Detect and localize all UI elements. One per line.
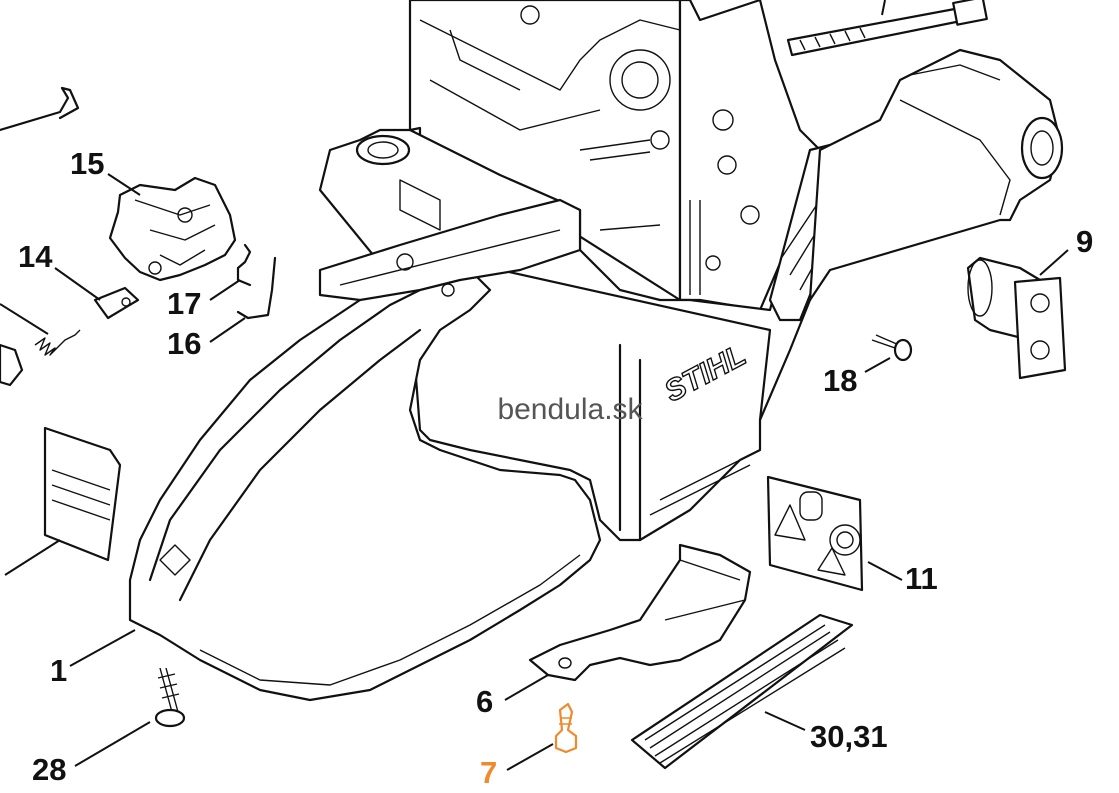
callout-17: 17 [167,286,201,321]
callout-14: 14 [18,239,53,274]
callout-11: 11 [905,561,938,596]
part-15-latch[interactable] [108,176,237,282]
callout-28: 28 [32,752,66,787]
part-18-screw[interactable] [871,334,913,362]
part-17-clip[interactable] [236,243,252,287]
leader-lines [0,0,1069,771]
part-9-bushing[interactable] [966,256,1067,380]
callout-7: 7 [480,755,497,790]
left-decal[interactable] [43,426,122,562]
part-11-warning-label[interactable] [766,475,864,592]
callout-6: 6 [476,684,493,719]
callout-9: 9 [1076,224,1093,259]
part-14-spring[interactable] [0,286,140,387]
watermark: bendula.sk [497,393,643,426]
part-6-cover[interactable] [528,543,752,682]
part-30-31-strip[interactable] [630,613,854,770]
part-16-wire[interactable] [236,256,277,320]
callout-15: 15 [70,146,104,181]
top-bolt[interactable] [786,0,988,57]
callout-18: 18 [823,363,857,398]
callout-1: 1 [50,653,67,688]
wire-top-left [0,86,80,132]
part-28-screw[interactable] [154,667,186,728]
part-7-plug[interactable] [554,702,578,754]
callout-30-31: 30,31 [810,719,888,754]
callout-labels: 15 14 17 16 9 18 11 1 6 30,31 28 7 [18,146,1093,790]
callout-16: 16 [167,326,201,361]
housing-part-1[interactable] [128,0,1064,702]
